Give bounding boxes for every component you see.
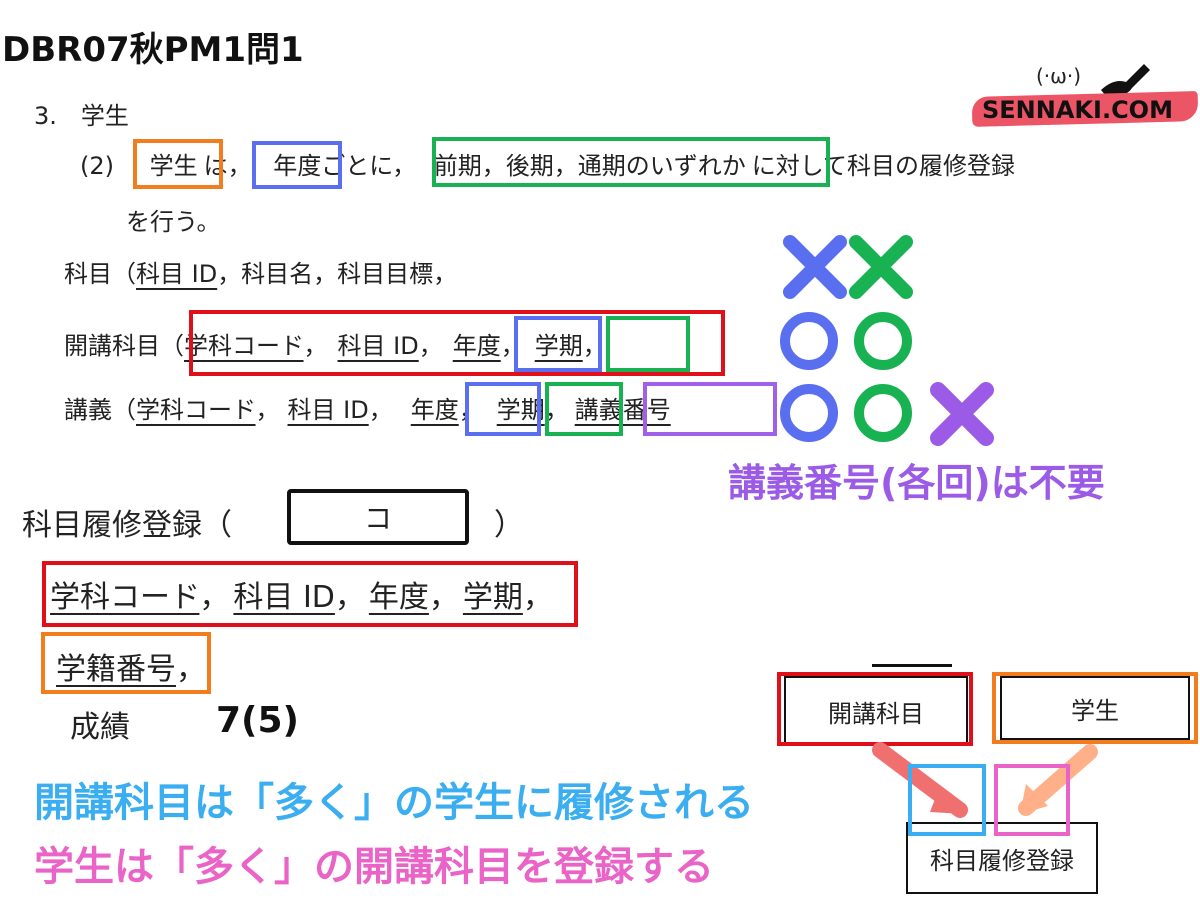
sep: ， — [500, 332, 525, 360]
sep: ， — [334, 580, 365, 615]
entity-registration-label: 科目履修登録 — [930, 846, 1074, 875]
sep: ， — [582, 332, 607, 360]
entity-offering: 開講科目 — [784, 676, 968, 746]
item-number: (2) — [80, 152, 114, 180]
key-term: 学期 — [462, 580, 523, 615]
relationship-arrows — [872, 742, 1098, 818]
sep: ， — [303, 332, 328, 360]
brush-icon — [1101, 64, 1150, 97]
key-subject-id: 科目 ID — [337, 332, 419, 360]
sep: ， — [522, 580, 553, 615]
answer-blank-label: コ — [363, 502, 392, 535]
entity-offering-tickmarks — [872, 664, 952, 679]
highlight-many-student — [994, 764, 1070, 836]
highlight-entity-offering — [777, 672, 973, 746]
site-logo: (·ω·) SENNAKI.COM — [968, 60, 1199, 132]
highlight-student-no — [41, 632, 211, 694]
lecture-no-note: 講義番号(各回)は不要 — [728, 461, 1105, 505]
key-dept-code: 学科コード — [184, 332, 304, 360]
schema-subject-open: （ — [112, 260, 136, 288]
schema-subject: 科目（科目 ID，科目名，科目目標， — [64, 254, 457, 289]
key-year: 年度 — [410, 396, 459, 424]
schema-subject-name: 科目 — [64, 260, 112, 288]
logo-text: SENNAKI.COM — [982, 96, 1173, 124]
text-ha: は， — [203, 152, 252, 180]
schema-offering-open: （ — [160, 332, 184, 360]
key-subject-id: 科目 ID — [287, 396, 369, 424]
highlight-student — [133, 139, 223, 189]
text-gotoni: ごとに， — [321, 152, 417, 180]
explanation-line2: 学生は「多く」の開講科目を登録する — [34, 844, 714, 890]
circle-mark-green — [854, 312, 912, 370]
schema-subject-key: 科目 ID — [136, 260, 218, 288]
sep: ， — [368, 396, 393, 424]
attribute-count: 7(5) — [216, 700, 300, 741]
entity-offering-label: 開講科目 — [828, 699, 924, 728]
section-heading: 3. 学生 — [34, 102, 129, 130]
highlight-offering-year — [514, 316, 602, 372]
sep: ， — [199, 580, 230, 615]
highlight-lecture-no — [643, 382, 777, 436]
sep: ， — [458, 396, 483, 424]
logo-face: (·ω·) — [1036, 64, 1082, 88]
schema-offering: 開講科目（学科コード，科目 ID，年度，学期， — [64, 326, 607, 361]
sep: ， — [418, 332, 443, 360]
entity-student-label: 学生 — [1071, 696, 1119, 725]
sep: ， — [176, 652, 206, 687]
highlight-lecture-term — [545, 382, 623, 436]
highlight-terms — [432, 137, 830, 187]
key-subject-id: 科目 ID — [233, 580, 335, 615]
highlight-many-offering — [908, 764, 986, 836]
registration-grade: 成績 — [70, 710, 130, 745]
registration-title: 科目履修登録（ — [22, 508, 232, 543]
terms-phrase: 前期，後期，通期のいずれか — [433, 152, 746, 180]
cross-mark-blue — [783, 235, 847, 299]
student-word: 学生 — [149, 152, 198, 180]
registration-close: ） — [494, 508, 524, 543]
circle-mark-blue — [780, 312, 838, 370]
explanation-line1: 開講科目は「多く」の学生に履修される — [34, 780, 754, 826]
key-term: 学期 — [534, 332, 583, 360]
schema-lecture-open: （ — [112, 396, 136, 424]
page-title: DBR07秋PM1問1 — [2, 30, 304, 70]
highlight-lecture-year — [465, 382, 541, 436]
key-student-no: 学籍番号 — [56, 652, 176, 687]
circle-mark-green — [854, 384, 912, 442]
key-year: 年度 — [368, 580, 429, 615]
circle-mark-blue — [780, 384, 838, 442]
year-word: 年度 — [273, 152, 322, 180]
highlight-year — [252, 141, 342, 189]
cross-mark-green — [849, 235, 913, 299]
key-term: 学期 — [496, 396, 545, 424]
schema-lecture-name: 講義 — [64, 396, 112, 424]
schema-subject-rest: ，科目名，科目目標， — [217, 260, 458, 288]
sep: ， — [428, 580, 459, 615]
text-rest: に対して科目の履修登録 — [751, 152, 1016, 180]
registration-student-no: 学籍番号， — [56, 644, 206, 688]
highlight-entity-student — [992, 672, 1198, 744]
answer-blank: コ — [287, 489, 469, 545]
highlight-offering-term — [606, 316, 690, 372]
key-dept-code: 学科コード — [50, 580, 200, 615]
registration-keys: 学科コード，科目 ID，年度，学期， — [50, 572, 553, 616]
sep: ， — [255, 396, 280, 424]
question-line1: (2) 学生は， 年度ごとに， 前期，後期，通期のいずれかに対して科目の履修登録 — [80, 146, 1015, 181]
question-line2: を行う。 — [126, 208, 221, 236]
cross-mark-purple — [930, 382, 994, 446]
schema-offering-name: 開講科目 — [64, 332, 160, 360]
highlight-registration-keys — [42, 561, 578, 627]
key-year: 年度 — [452, 332, 501, 360]
highlight-offering-keys — [189, 310, 725, 376]
entity-student: 学生 — [1000, 676, 1190, 740]
key-dept-code: 学科コード — [136, 396, 256, 424]
